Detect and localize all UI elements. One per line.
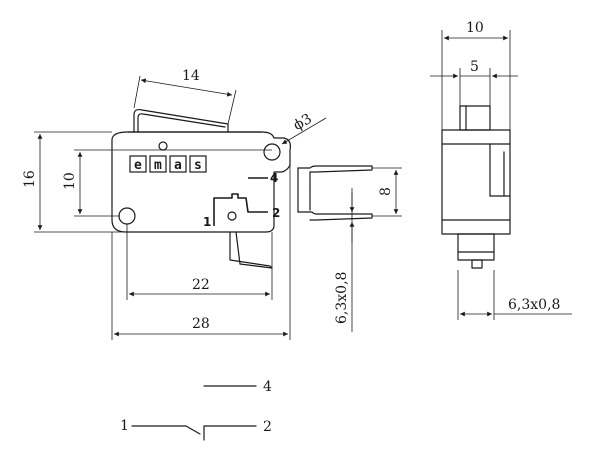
actuator-lever xyxy=(133,108,229,133)
dim-terminal-spacing-label: 8 xyxy=(378,187,394,196)
logo-letter: m xyxy=(154,158,162,173)
schematic-label-4: 4 xyxy=(263,379,272,395)
mounting-hole-left xyxy=(118,207,136,225)
front-view-dimensions: 14 ϕ3 16 10 8 6,3x0,8 22 28 xyxy=(22,68,402,340)
dim-height-outer-label: 16 xyxy=(22,170,38,188)
side-view xyxy=(441,105,511,269)
top-hole xyxy=(158,141,168,151)
side-view-dimensions: 10 5 6,3x0,8 xyxy=(430,20,572,320)
dim-lever-label: 14 xyxy=(182,68,200,84)
front-view: e m a s 4 1 2 xyxy=(111,108,373,269)
terminal-label-2: 2 xyxy=(272,206,280,220)
schematic-label-1: 1 xyxy=(120,418,129,434)
dim-width-inner-label: 22 xyxy=(192,277,210,293)
terminal-bottom xyxy=(297,211,373,221)
side-dim-width-inner-label: 5 xyxy=(470,59,479,75)
schematic-label-2: 2 xyxy=(263,419,272,435)
switch-schematic: 4 1 2 xyxy=(120,379,272,441)
terminal-label-1: 1 xyxy=(203,215,211,229)
logo-letter: s xyxy=(194,158,202,173)
side-body xyxy=(441,129,511,235)
dim-width-outer-label: 28 xyxy=(192,316,210,332)
dim-hole-diameter-label: ϕ3 xyxy=(291,111,315,134)
dim-terminal-size-label: 6,3x0,8 xyxy=(334,272,350,324)
switch-body-outline xyxy=(111,131,291,233)
mounting-hole-right xyxy=(263,143,281,161)
brand-logo: e m a s xyxy=(129,155,207,173)
logo-letter: a xyxy=(174,158,182,173)
logo-letter: e xyxy=(134,158,142,173)
side-dim-terminal-size-label: 6,3x0,8 xyxy=(508,297,560,313)
bottom-terminal xyxy=(229,231,273,269)
side-dim-width-outer-label: 10 xyxy=(466,20,484,36)
terminal-label-4: 4 xyxy=(270,171,278,185)
terminal-top xyxy=(297,165,373,187)
dim-height-inner-label: 10 xyxy=(62,172,78,190)
